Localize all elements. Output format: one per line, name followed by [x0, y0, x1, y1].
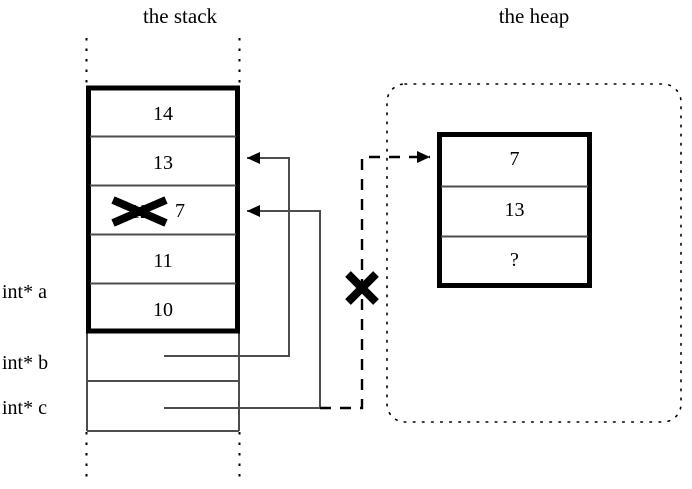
stack-cell-value-1: 13: [153, 152, 173, 174]
heap-block-box: [437, 132, 592, 288]
struck-value-x-mark: [111, 196, 168, 227]
pointer-var-label-b: int* b: [2, 352, 49, 374]
heap-region-boundary: [386, 83, 682, 423]
severed-link-x-mark: [345, 271, 379, 305]
stack-cell-value-2-old: 12: [130, 201, 150, 223]
heap-cell-value-2: ?: [510, 249, 519, 271]
heap-cell-value-1: 13: [504, 199, 525, 221]
stack-frame-box: [86, 85, 240, 334]
stack-cell-value-0: 14: [153, 103, 173, 125]
pointer-b-connector: [164, 152, 290, 357]
pointer-c-connector: [164, 205, 321, 409]
stack-cell-value-3: 11: [153, 250, 173, 272]
stack-cell-value-2-new: 7: [175, 200, 185, 222]
heap-cell-value-0: 7: [509, 148, 520, 170]
stack-cell-value-4: 10: [153, 299, 173, 321]
severed-heap-pointer: [320, 151, 430, 410]
heap-title: the heap: [498, 4, 570, 28]
pointer-var-label-c: int* c: [2, 397, 47, 419]
stack-title: the stack: [142, 4, 218, 28]
pointer-var-label-a: int* a: [2, 281, 47, 303]
